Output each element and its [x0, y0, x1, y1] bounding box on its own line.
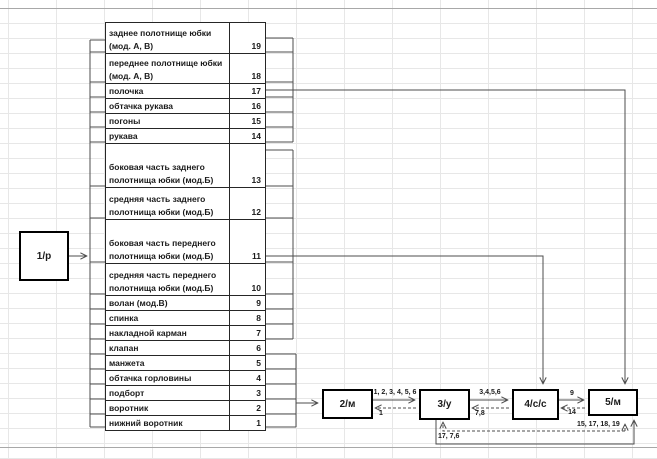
table-row: накладной карман 7 — [106, 325, 265, 340]
table-row: боковая часть переднего полотнища юбки (… — [106, 219, 265, 263]
station-box-2m[interactable]: 2/м — [322, 389, 373, 419]
source-box-1r[interactable]: 1/р — [19, 231, 69, 281]
flow-label-2m-3u: 1, 2, 3, 4, 5, 6 — [373, 389, 417, 396]
sheet-boundary-top — [0, 8, 657, 9]
station-label: 2/м — [339, 398, 356, 410]
source-box-label: 1/р — [36, 250, 52, 262]
table-row: боковая часть заднего полотнища юбки (мо… — [106, 143, 265, 187]
part-number: 8 — [229, 311, 265, 325]
part-number: 4 — [229, 371, 265, 385]
table-row: манжета 5 — [106, 355, 265, 370]
part-name: накладной карман — [109, 327, 187, 338]
part-number: 6 — [229, 341, 265, 355]
flow-label-back-78: 7,8 — [475, 410, 485, 417]
part-name: нижний воротник — [109, 417, 183, 428]
station-box-5m[interactable]: 5/м — [588, 389, 638, 416]
table-row: подборт 3 — [106, 385, 265, 400]
table-row: обтачка рукава 16 — [106, 98, 265, 113]
part-name: воротник — [109, 402, 149, 413]
row17-to-5m-arrow — [265, 89, 625, 383]
part-number: 18 — [229, 54, 265, 83]
bottom-dashed-loop — [443, 423, 625, 432]
table-row: воротник 2 — [106, 400, 265, 415]
row11-to-4ss-arrow — [265, 255, 543, 383]
part-number: 9 — [229, 296, 265, 310]
part-name: обтачка горловины — [109, 372, 192, 383]
part-number: 1 — [229, 416, 265, 430]
part-number: 13 — [229, 144, 265, 187]
part-name: рукава — [109, 130, 138, 141]
table-row: рукава 14 — [106, 128, 265, 143]
part-name: боковая часть заднего полотнища юбки (мо… — [109, 162, 214, 185]
part-name: заднее полотнище юбки (мод. А, В) — [109, 28, 212, 51]
part-name: погоны — [109, 115, 141, 126]
part-name: волан (мод.В) — [109, 297, 168, 308]
part-name: переднее полотнище юбки (мод. А, В) — [109, 58, 223, 81]
right-bracket-bottom — [265, 353, 297, 428]
part-number: 14 — [229, 129, 265, 143]
flow-label-back-14: 14 — [568, 409, 576, 416]
station-label: 4/с/с — [524, 399, 547, 410]
table-row: средняя часть заднего полотнища юбки (мо… — [106, 187, 265, 219]
table-row: спинка 8 — [106, 310, 265, 325]
part-name: средняя часть переднего полотнища юбки (… — [109, 270, 217, 293]
bottom-solid-loop — [435, 420, 634, 445]
bottom-dashed-label: 15, 17, 18, 19 — [577, 421, 620, 428]
part-number: 2 — [229, 401, 265, 415]
part-name: подборт — [109, 387, 145, 398]
table-row: клапан 6 — [106, 340, 265, 355]
table-row: погоны 15 — [106, 113, 265, 128]
part-number: 12 — [229, 188, 265, 219]
part-name: спинка — [109, 312, 139, 323]
part-number: 7 — [229, 326, 265, 340]
flow-label-back-1: 1 — [379, 410, 383, 417]
part-number: 10 — [229, 264, 265, 295]
flow-label-3u-4ss: 3,4,5,6 — [479, 389, 501, 396]
part-name: клапан — [109, 342, 139, 353]
station-box-3u[interactable]: 3/у — [419, 389, 470, 420]
part-number: 17 — [229, 84, 265, 98]
station-label: 5/м — [605, 397, 621, 408]
station-label: 3/у — [437, 399, 452, 410]
part-number: 3 — [229, 386, 265, 400]
parts-table: заднее полотнище юбки (мод. А, В) 19 пер… — [105, 22, 266, 431]
table-row: обтачка горловины 4 — [106, 370, 265, 385]
flow-label-4ss-5m: 9 — [570, 390, 574, 397]
table-row: средняя часть переднего полотнища юбки (… — [106, 263, 265, 295]
sheet-boundary-bottom — [0, 447, 657, 448]
part-number: 11 — [229, 220, 265, 263]
left-comb — [89, 39, 105, 428]
part-name: манжета — [109, 357, 145, 368]
part-name: боковая часть переднего полотнища юбки (… — [109, 238, 216, 261]
station-box-4ss[interactable]: 4/с/с — [512, 389, 559, 420]
table-row: переднее полотнище юбки (мод. А, В) 18 — [106, 53, 265, 83]
table-row: нижний воротник 1 — [106, 415, 265, 430]
table-row: полочка 17 — [106, 83, 265, 98]
part-name: полочка — [109, 85, 144, 96]
table-row: заднее полотнище юбки (мод. А, В) 19 — [106, 23, 265, 53]
part-number: 19 — [229, 23, 265, 53]
part-number: 15 — [229, 114, 265, 128]
part-name: средняя часть заднего полотнища юбки (мо… — [109, 194, 214, 217]
part-number: 16 — [229, 99, 265, 113]
table-row: волан (мод.В) 9 — [106, 295, 265, 310]
part-name: обтачка рукава — [109, 100, 174, 111]
part-number: 5 — [229, 356, 265, 370]
bottom-solid-label: 17, 7,6 — [438, 433, 460, 440]
right-bracket-middle — [265, 149, 294, 340]
